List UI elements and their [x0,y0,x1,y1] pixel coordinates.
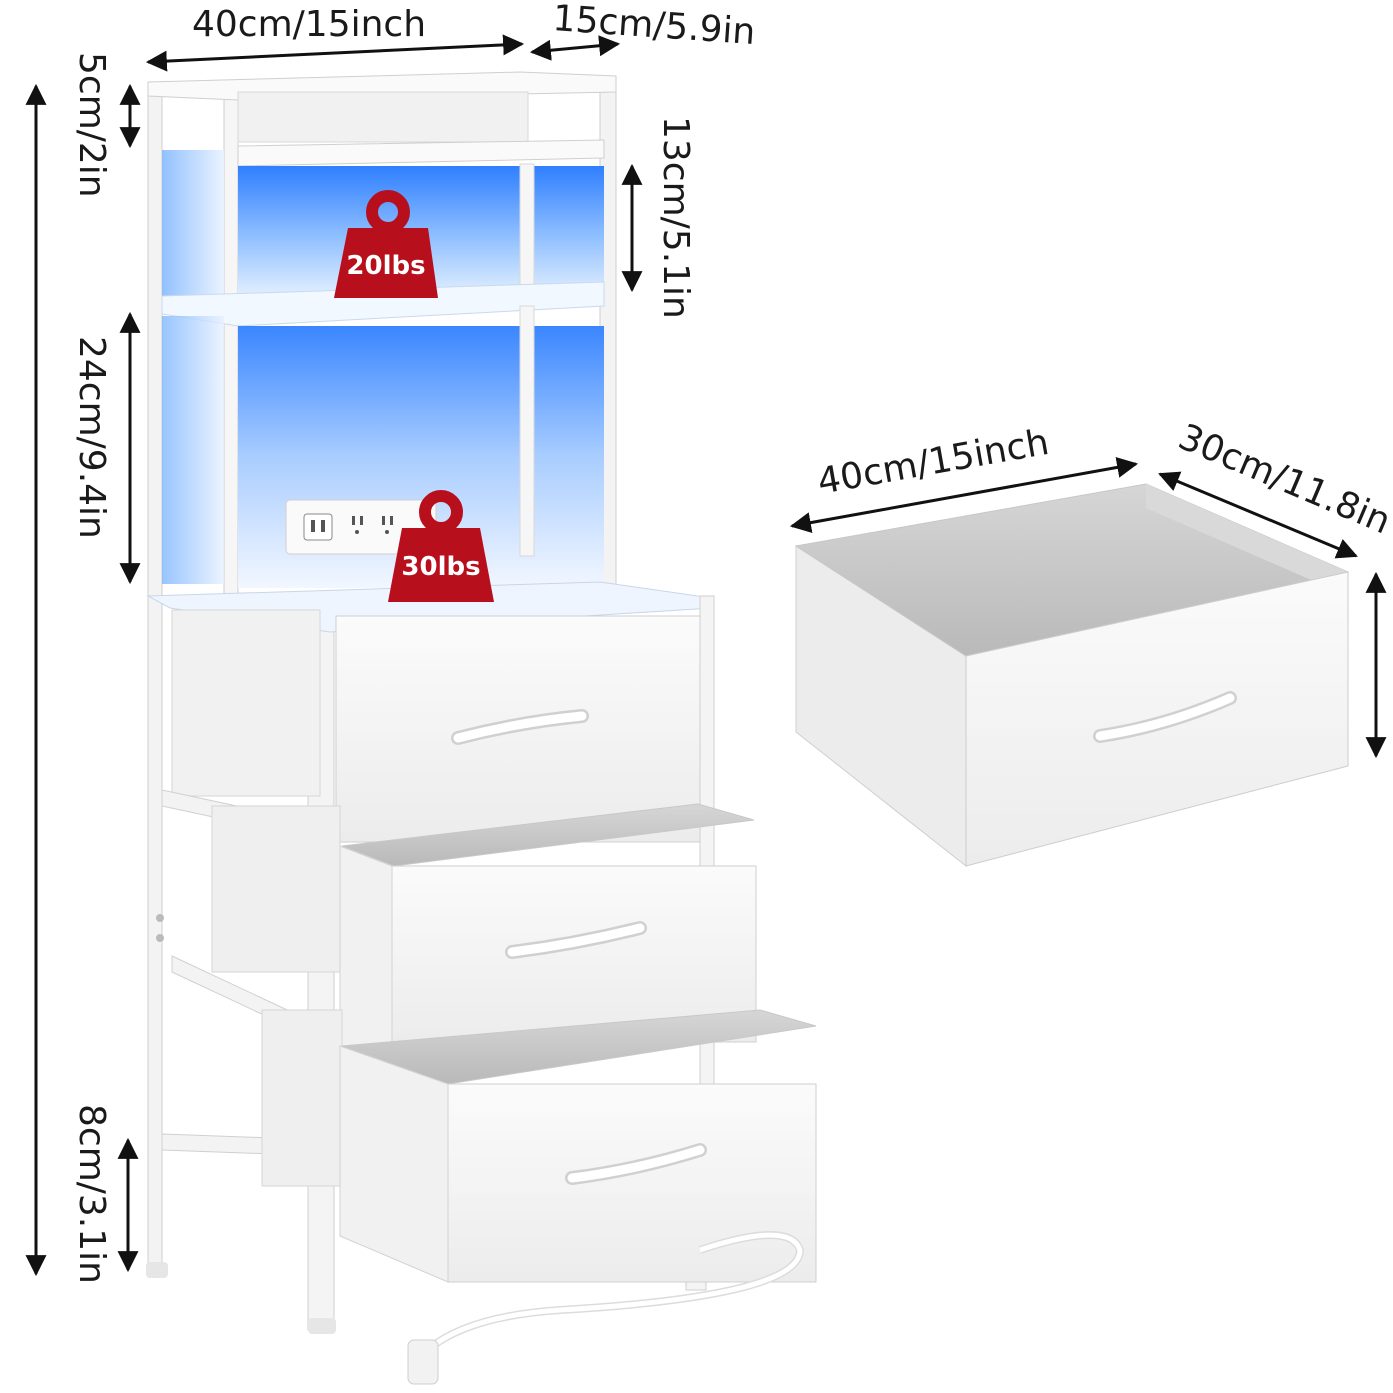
front-left-post [223,89,239,611]
label-top-width: 40cm/15inch [192,4,426,45]
nightstand-unit [146,71,817,1385]
power-outlet-strip [285,499,437,555]
foot-front [308,1318,336,1334]
rear-left-post [147,81,163,1278]
label-hutch-top-height: 5cm/2in [71,52,112,198]
ac-outlet-icon [352,516,393,534]
dimension-annotations [25,34,1387,1277]
upper-inner-divider [519,163,535,297]
middle-shelf-board [161,281,605,327]
label-upper-shelf-height: 13cm/5.1in [655,116,696,319]
drawer-middle [211,803,757,1061]
arrow-top-depth [529,35,621,61]
detached-drawer [794,483,1350,868]
arrow-drawer-depth [1158,471,1358,559]
cabinet-body [171,609,321,797]
weight-badge-upper: 20lbs [334,190,438,298]
label-leg-height: 8cm/3.1in [71,1104,112,1284]
arrow-drawer-width [789,457,1139,533]
drawer-top [335,615,701,843]
usb-port-icon [311,520,315,532]
label-drawer-width: 40cm/15inch [814,422,1052,503]
label-top-depth: 15cm/5.9in [551,0,756,53]
foot-left [146,1262,168,1278]
upper-led-side [162,150,224,300]
lower-inner-divider [519,305,535,557]
weight-badge-lower: 30lbs [388,490,494,602]
lower-led-side [162,316,224,584]
weight-label-lower: 30lbs [401,552,480,582]
weight-label-upper: 20lbs [346,251,425,281]
top-shelf-board [237,139,605,167]
label-lower-shelf-height: 24cm/9.4in [71,336,112,539]
power-plug [407,1339,439,1385]
arrow-top-width [145,34,525,72]
drawer-bottom [261,1009,817,1283]
top-shelf-back [237,91,529,143]
